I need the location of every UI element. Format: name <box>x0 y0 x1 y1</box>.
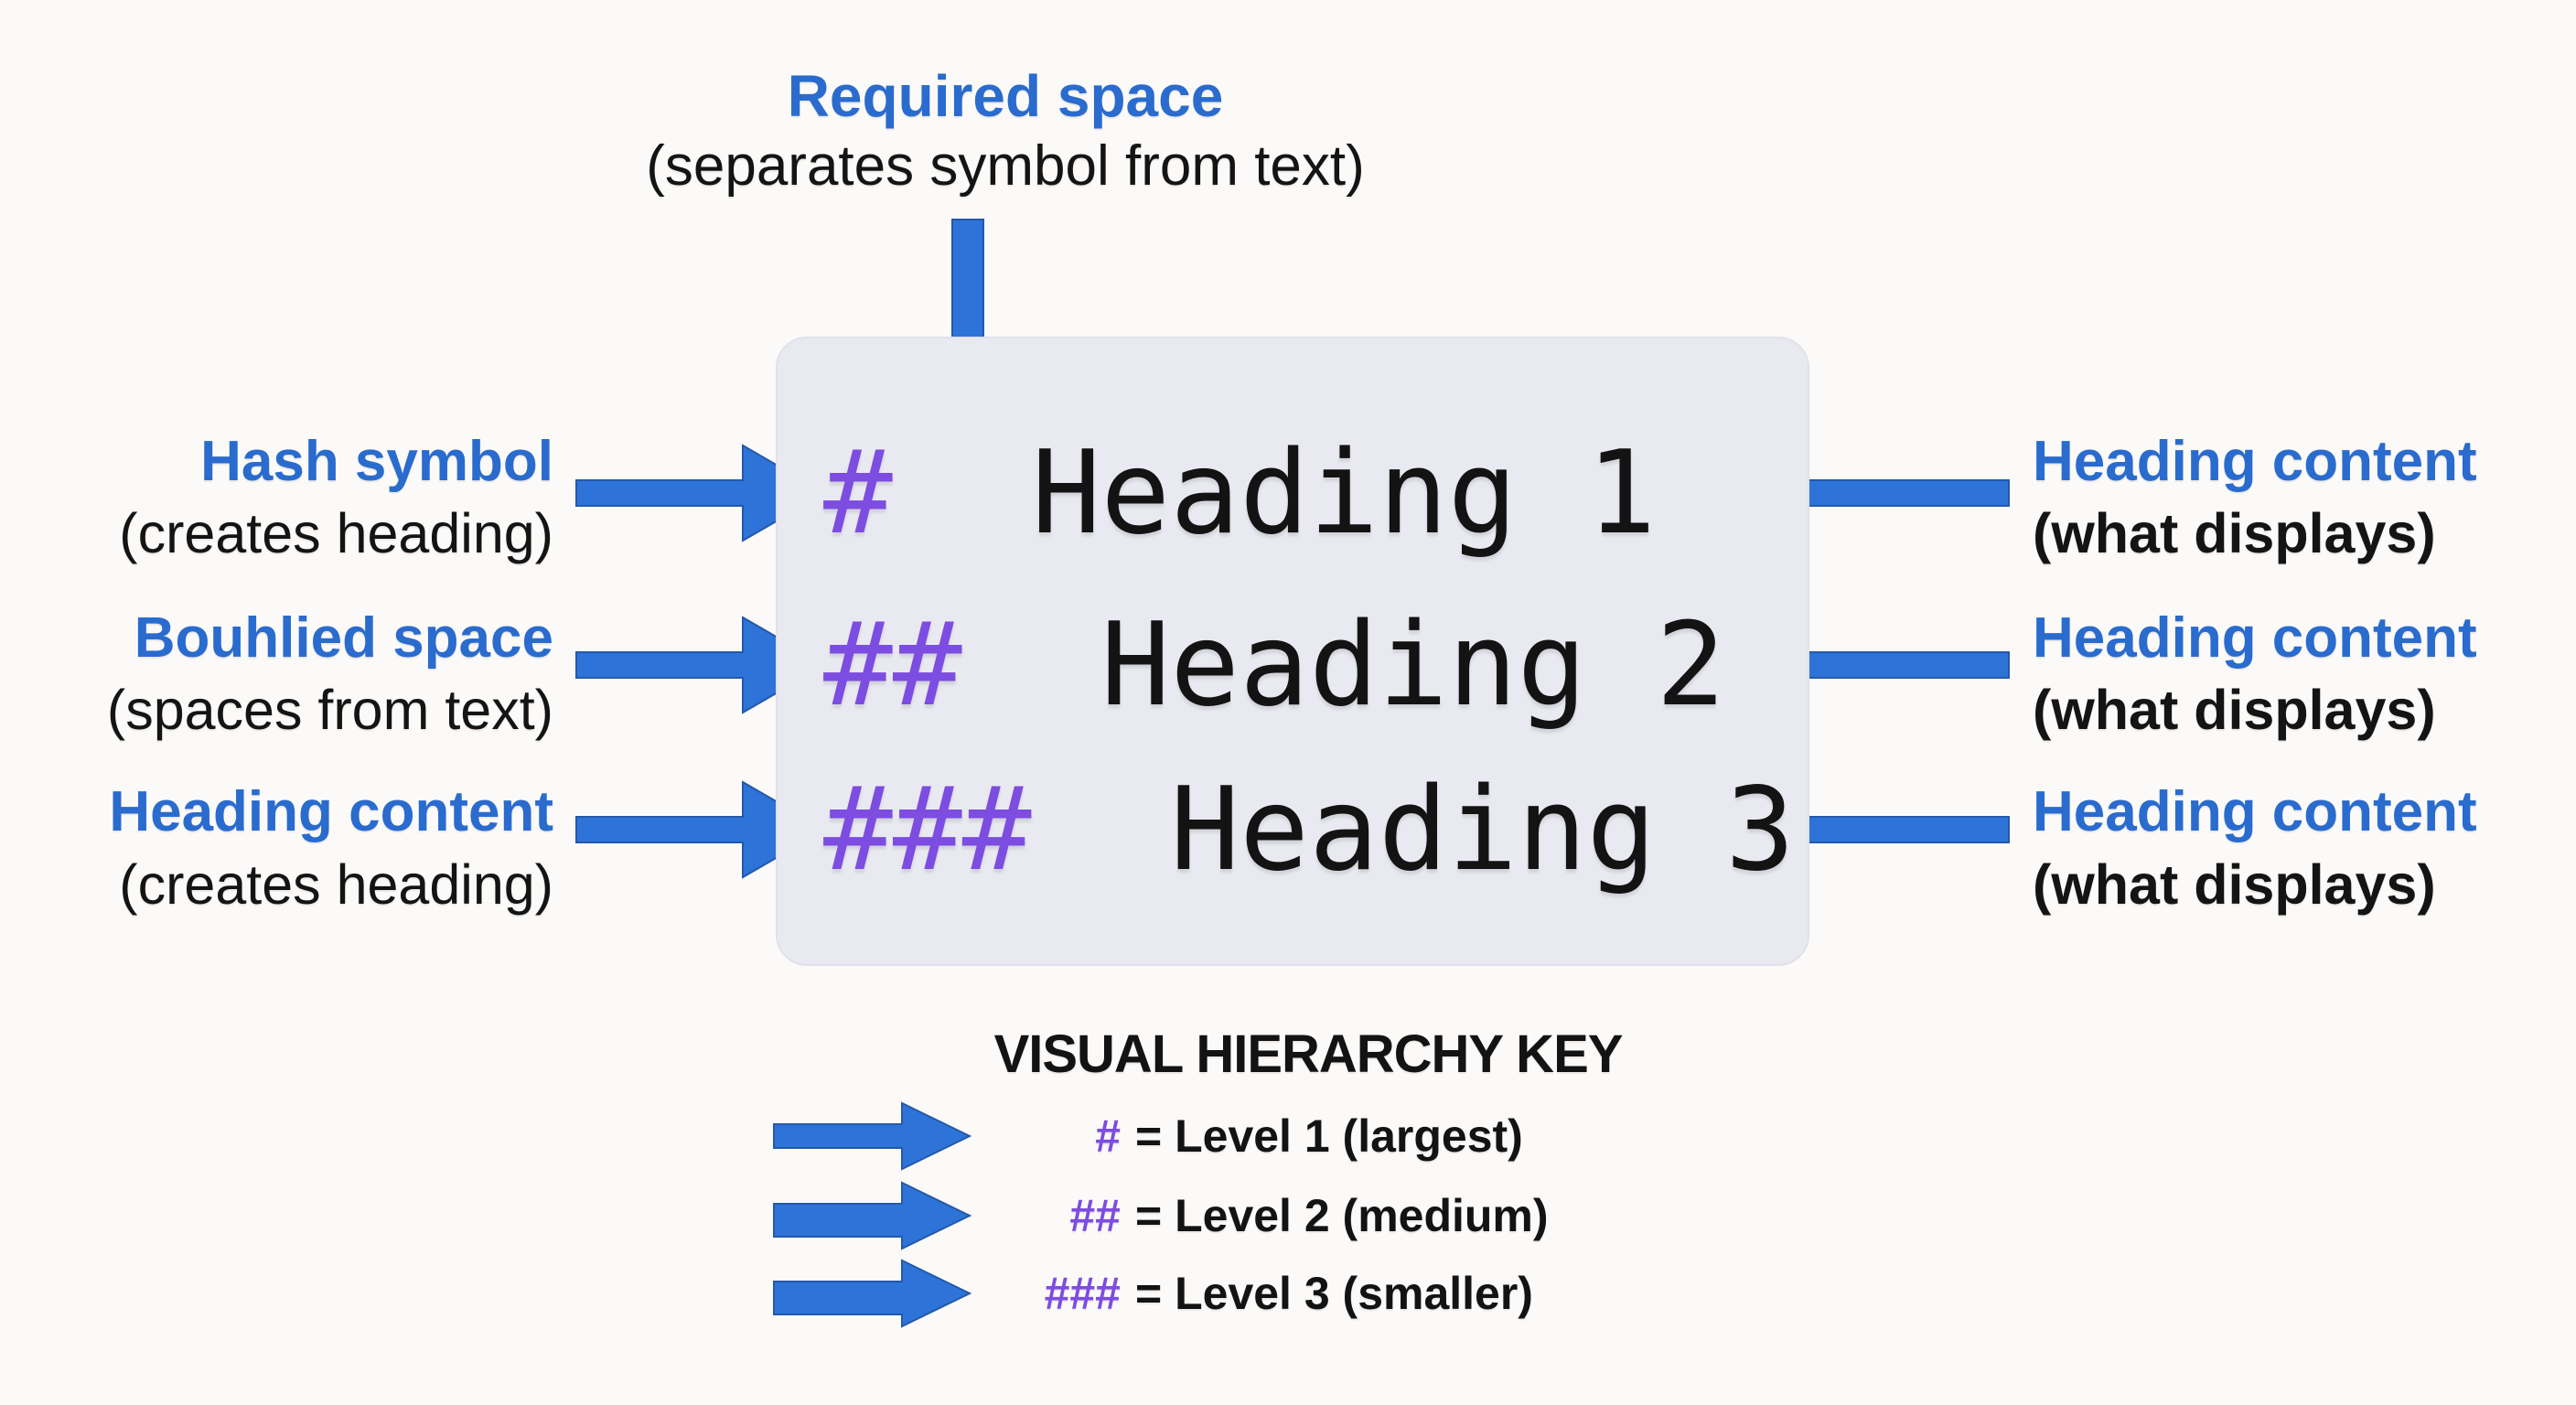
code-line-heading-2: ## Heading 2 <box>823 596 1725 734</box>
key-text-level-2: = Level 2 (medium) <box>1135 1190 1549 1241</box>
top-annotation-title: Required space <box>787 63 1224 129</box>
hash-symbol-h2: ## <box>823 597 962 732</box>
code-text-h2: Heading 2 <box>961 597 1726 732</box>
right-annotation-1-title: Heading content <box>2033 430 2477 493</box>
hash-symbol-h1: # <box>823 425 893 560</box>
right-annotation-1-subtitle: (what displays) <box>2033 502 2436 564</box>
top-annotation-subtitle: (separates symbol from text) <box>646 134 1365 198</box>
left-annotation-2-title: Bouhlied space <box>134 606 553 670</box>
key-text-level-1: = Level 1 (largest) <box>1135 1110 1523 1162</box>
key-hash-level-2: ## <box>1069 1190 1121 1241</box>
key-title: VISUAL HIERARCHY KEY <box>993 1024 1624 1084</box>
code-text-h1: Heading 1 <box>892 425 1657 560</box>
key-row-level-1: # = Level 1 (largest) <box>924 1110 1656 1163</box>
key-hash-level-1: # <box>1095 1110 1121 1162</box>
left-annotation-1-title: Hash symbol <box>200 430 553 493</box>
right-annotation-3-subtitle: (what displays) <box>2033 853 2436 916</box>
key-row-level-3: ### = Level 3 (smaller) <box>924 1267 1656 1320</box>
left-annotation-3-subtitle: (creates heading) <box>119 853 553 916</box>
right-annotation-2-title: Heading content <box>2033 606 2477 670</box>
left-annotation-3-title: Heading content <box>109 780 553 843</box>
hash-symbol-h3: ### <box>823 762 1032 896</box>
left-annotation-2-subtitle: (spaces from text) <box>106 679 553 741</box>
right-annotation-3-title: Heading content <box>2033 780 2477 843</box>
code-text-h3: Heading 3 <box>1031 762 1796 896</box>
right-annotation-2-subtitle: (what displays) <box>2033 679 2436 741</box>
code-line-heading-1: # Heading 1 <box>823 424 1656 562</box>
key-arrow-level-2 <box>773 1181 972 1250</box>
key-arrow-level-3 <box>773 1259 972 1328</box>
markdown-code-box <box>776 337 1809 966</box>
left-annotation-1-subtitle: (creates heading) <box>119 502 553 564</box>
code-line-heading-3: ### Heading 3 <box>823 761 1795 898</box>
key-hash-level-3: ### <box>1044 1268 1121 1319</box>
key-row-level-2: ## = Level 2 (medium) <box>924 1189 1656 1242</box>
key-text-level-3: = Level 3 (smaller) <box>1135 1268 1533 1319</box>
key-arrow-level-1 <box>773 1101 972 1171</box>
